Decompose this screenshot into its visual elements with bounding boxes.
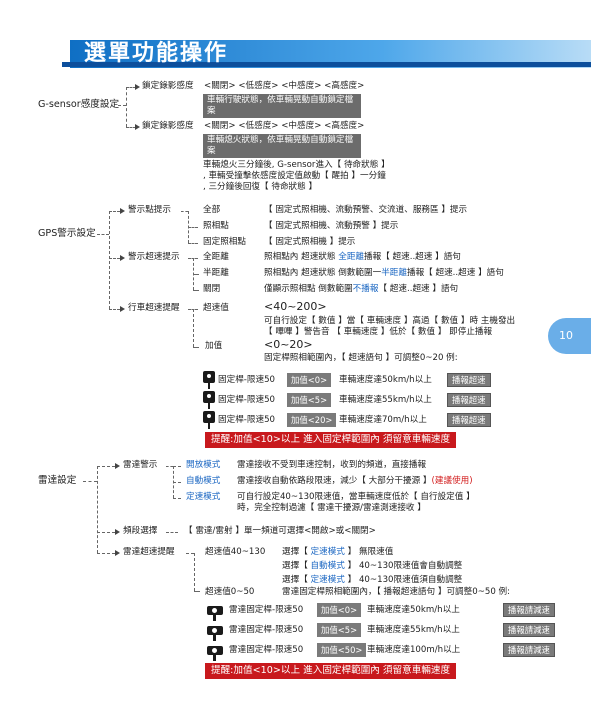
radar-example-3-label: 雷達固定桿-限速50	[229, 645, 304, 655]
radar-example-1-label: 雷達固定桿-限速50	[229, 605, 304, 615]
gps-example-1-label: 固定桿-限速50	[218, 375, 276, 385]
gps-row-add-range: <0~20>	[264, 338, 313, 351]
gps-group-overspeed-alert: 警示超速提示	[128, 252, 180, 262]
gsensor-item-1-note: 車輛行駛狀態，依車輛晃動自動鎖定檔案	[203, 94, 361, 118]
gps-example-3-result: 播報超速	[447, 413, 491, 427]
gsensor-desc-2: , 車輛受撞擊依感度設定值啟動【 醒拍 】一分鐘	[203, 171, 386, 181]
gsensor-item-2-key: 鎖定錄影感度	[142, 121, 194, 131]
radar-mode-auto-desc: 雷達接收自動依路段限速，減少【 大部分干擾源 】(建議使用)	[237, 476, 473, 486]
radar-band-desc: 【 雷達/雷射 】單一頻道可選擇<開啟>或<關閉>	[184, 526, 376, 536]
gsensor-desc-3: , 三分鐘後回復【 待命狀態 】	[203, 182, 318, 192]
radar-example-3-speed: 車輛速度達100m/h以上	[367, 645, 461, 655]
radar-example-3-add: 加值<50>	[317, 643, 367, 657]
gps-row-fixed-desc: 【 固定式照相機 】提示	[264, 237, 356, 247]
radar-overspeed: 雷達超速提醒	[123, 547, 175, 557]
radar-mode-fixed-desc-2: 時，完全控制過濾【 雷達干擾源/雷達測速接收 】	[237, 503, 426, 513]
gps-row-camera-key: 照相點	[203, 221, 229, 231]
gps-row-off-key: 關閉	[203, 284, 221, 294]
gps-example-2-speed: 車輛速度達55km/h以上	[339, 395, 432, 405]
radar-example-1-add: 加值<0>	[317, 603, 362, 617]
gps-row-add-desc: 固定桿照相範圍內，【 超速語句 】可調整0~20 例:	[264, 353, 458, 363]
radar-overspeed-row1-line2: 選擇【 自動模式 】 40~130限速值會自動調整	[282, 561, 463, 571]
gps-group-alert-point: 警示點提示	[128, 205, 171, 215]
page-title: 選單功能操作	[84, 41, 229, 66]
gps-row-add-key: 加值	[205, 341, 223, 351]
radar-example-3-result: 播報請減速	[503, 643, 555, 657]
radar-overspeed-row2-key: 超速值0~50	[205, 587, 255, 597]
gps-example-3-label: 固定桿-限速50	[218, 415, 276, 425]
gsensor-item-1-options: <關閉> <低感度> <中感度> <高感度>	[204, 81, 365, 91]
gps-row-overspeed-desc-2: 【 嗶嗶 】警告音 【 車輛速度 】低於【 數值 】 即停止播報	[264, 327, 493, 337]
gps-row-overspeed-desc-1: 可自行設定【 數值 】當【 車輛速度 】高過【 數值 】時 主機發出	[264, 316, 516, 326]
gps-group-driving-overspeed: 行車超速提醒	[128, 303, 180, 313]
gps-example-1-add: 加值<0>	[287, 373, 332, 387]
gps-example-3-add: 加值<20>	[287, 413, 337, 427]
gsensor-label: G-sensor感度設定	[38, 99, 120, 110]
radar-mode-open-desc: 雷達接收不受到車速控制，收到的頻道，直接播報	[237, 460, 427, 470]
title-bar: 選單功能操作	[0, 40, 591, 68]
radar-mode-fixed-desc-1: 可自行設定40~130限速值，當車輛速度低於【 自行設定值 】	[237, 492, 475, 502]
gps-example-3-speed: 車輛速度達70m/h以上	[339, 415, 427, 425]
radar-mode-auto-key: 自動模式	[186, 476, 221, 486]
gps-example-2-result: 播報超速	[447, 393, 491, 407]
page-number: 10	[559, 329, 573, 342]
radar-overspeed-row1-line3: 選擇【 定速模式 】 40~130限速值須自動調整	[282, 575, 463, 585]
gps-row-all-desc: 【 固定式照相機、流動預警、交流道、服務區 】提示	[264, 205, 468, 215]
gsensor-item-2-note: 車輛熄火狀態，依車輛晃動自動鎖定檔案	[203, 134, 361, 158]
gps-example-1-speed: 車輛速度達50km/h以上	[339, 375, 432, 385]
radar-example-2-add: 加值<5>	[317, 623, 362, 637]
radar-label: 雷達設定	[38, 475, 77, 486]
radar-band: 頻段選擇	[123, 526, 158, 536]
radar-example-1-result: 播報請減速	[503, 603, 555, 617]
radar-overspeed-row1-line1: 選擇【 定速模式 】 無限速值	[282, 547, 394, 557]
gps-row-full-key: 全距離	[203, 252, 229, 262]
radar-mode-fixed-key: 定速模式	[186, 492, 221, 502]
radar-example-2-speed: 車輛速度達55km/h以上	[367, 625, 460, 635]
page-number-tab: 10	[548, 318, 591, 354]
gps-reminder: 提醒:加值<10>以上 進入固定桿範圍內 須留意車輛速度	[205, 432, 457, 448]
gps-row-overspeed-key: 超速值	[203, 303, 229, 313]
gps-example-1-result: 播報超速	[447, 373, 491, 387]
gps-row-full-desc: 照相點內 超速狀態 全距離播報【 超速..超速 】語句	[264, 252, 461, 262]
radar-mode-open-key: 開放模式	[186, 460, 221, 470]
radar-alert: 雷達警示	[123, 460, 158, 470]
gps-row-half-desc: 照相點內 超速狀態 倒數範圍一半距離播報【 超速..超速 】語句	[264, 268, 504, 278]
radar-reminder: 提醒:加值<10>以上 進入固定桿範圍內 須留意車輛速度	[205, 663, 457, 679]
radar-example-2-result: 播報請減速	[503, 623, 555, 637]
gps-row-half-key: 半距離	[203, 268, 229, 278]
gps-label: GPS警示設定	[38, 228, 96, 239]
gps-example-2-label: 固定桿-限速50	[218, 395, 276, 405]
gsensor-item-1-key: 鎖定錄影感度	[142, 81, 194, 91]
radar-overspeed-row1-key: 超速值40~130	[205, 547, 266, 557]
gps-row-overspeed-range: <40~200>	[264, 300, 327, 313]
radar-example-1-speed: 車輛速度達50km/h以上	[367, 605, 460, 615]
gps-row-fixed-key: 固定照相點	[203, 237, 246, 247]
radar-example-2-label: 雷達固定桿-限速50	[229, 625, 304, 635]
gsensor-item-2-options: <關閉> <低感度> <中感度> <高感度>	[204, 121, 365, 131]
gps-example-2-add: 加值<5>	[287, 393, 332, 407]
gps-row-camera-desc: 【 固定式照相機、流動預警 】提示	[264, 221, 399, 231]
radar-overspeed-row2-desc: 雷達固定桿照相範圍內，【 播報超速語句 】可調整0~50 例:	[282, 587, 511, 597]
gps-row-off-desc: 僅顯示照相點 倒數範圍不播報【 超速..超速 】語句	[264, 284, 459, 294]
gps-row-all-key: 全部	[203, 205, 221, 215]
gsensor-desc-1: 車輛熄火三分鐘後, G-sensor進入【 待命狀態 】	[203, 160, 390, 170]
